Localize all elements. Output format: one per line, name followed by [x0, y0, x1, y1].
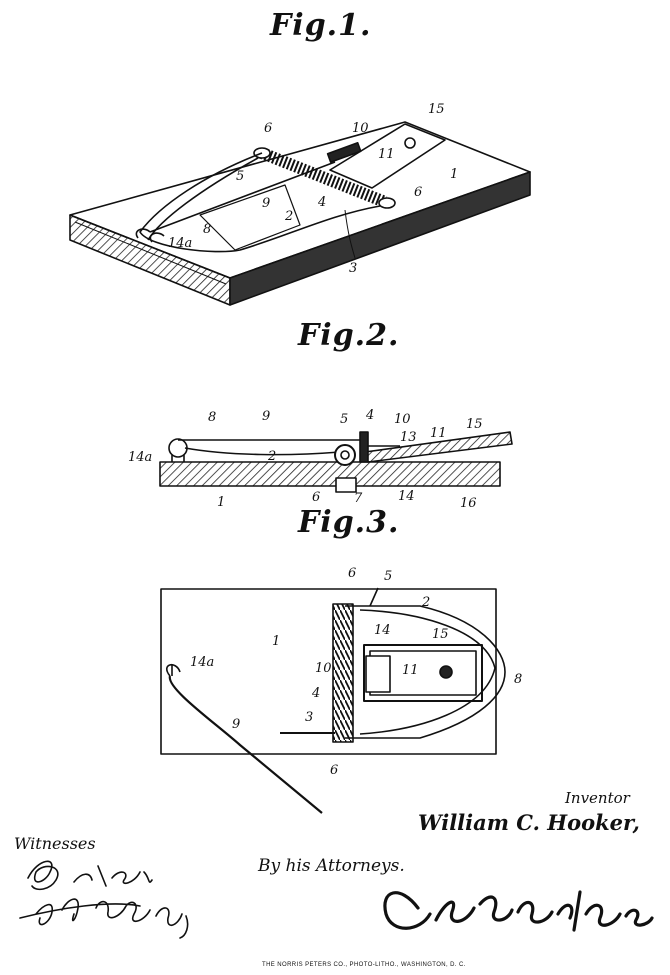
fig3-num: 11	[402, 663, 419, 678]
witnesses-label: Witnesses	[14, 834, 96, 853]
fig3-num: 1	[272, 634, 280, 649]
fig1-bait-hole	[404, 137, 416, 149]
fig2-num: 13	[400, 430, 417, 445]
fig1-num: 6	[414, 185, 422, 200]
fig3-num: 6	[348, 566, 356, 581]
fig1-drawing	[69, 121, 531, 306]
fig2-num: 4	[365, 408, 374, 423]
fig1-num: 11	[378, 147, 395, 162]
witness-signatures	[19, 860, 189, 939]
fig2-num: 15	[466, 417, 483, 432]
fig1-numerals: 6 10 15 5 11 1 9 4 6 8 2 14a 3	[168, 102, 458, 276]
fig3-num: 9	[232, 717, 240, 732]
fig3-num: 10	[315, 661, 332, 676]
fig3-spring-coil	[332, 603, 354, 743]
fig2-jaw	[184, 447, 341, 456]
fig1-title: Fig.1.	[270, 8, 372, 43]
attorneys-label: By his Attorneys.	[258, 856, 405, 876]
fig3-num: 3	[305, 710, 313, 725]
fig1-num: 9	[262, 196, 270, 211]
attorney-signature	[383, 890, 654, 932]
fig1-num: 15	[428, 102, 445, 117]
fig1-num: 2	[284, 209, 293, 224]
fig1-jaw-wire	[139, 152, 381, 253]
fig2-num: 9	[262, 409, 270, 424]
fig3-catch	[365, 655, 391, 693]
printer-credit: THE NORRIS PETERS CO., PHOTO-LITHO., WAS…	[262, 962, 466, 968]
fig2-numerals: 8 9 5 4 10 13 11 15 14a 2 1 6 7 14 16	[128, 408, 483, 511]
inventor-label: Inventor	[565, 789, 630, 807]
fig2-num: 2	[267, 449, 276, 464]
fig3-setting-bar	[168, 675, 323, 814]
fig2-num: 11	[430, 426, 447, 441]
fig1-num: 5	[236, 169, 244, 184]
fig3-drawing	[160, 587, 506, 814]
fig2-num: 16	[460, 496, 477, 511]
fig2-num: 6	[312, 490, 320, 505]
fig3-num: 6	[330, 763, 338, 778]
fig3-jaw-frame	[345, 605, 506, 739]
fig1-base-right	[229, 171, 531, 306]
fig2-base	[159, 461, 501, 487]
fig1-num: 3	[349, 261, 357, 276]
fig1-catch	[326, 141, 362, 163]
fig1-setting-bar	[149, 161, 336, 233]
fig3-num: 8	[514, 672, 522, 687]
fig2-num: 14a	[128, 450, 152, 465]
inventor-name: William C. Hooker,	[418, 810, 640, 835]
fig2-drawing	[159, 431, 513, 493]
fig1-latch-plate	[329, 123, 446, 189]
fig2-num: 8	[208, 410, 216, 425]
fig3-title: Fig.3.	[298, 505, 400, 540]
fig3-num: 4	[311, 686, 320, 701]
fig1-treadle	[199, 184, 301, 251]
fig3-num: 5	[384, 569, 392, 584]
fig1-num: 8	[203, 222, 211, 237]
fig3-num: 2	[421, 595, 430, 610]
fig2-num: 14	[398, 489, 415, 504]
fig2-num: 7	[354, 491, 363, 506]
fig2-num: 1	[217, 495, 225, 510]
fig3-bait-hole	[439, 665, 453, 679]
fig3-numerals: 6 5 2 14 15 1 14a 10 11 8 4 3 9 6	[190, 566, 522, 778]
fig1-num: 1	[450, 167, 458, 182]
fig1-num: 10	[352, 121, 369, 136]
fig2-spring	[334, 444, 356, 466]
fig1-num: 14a	[168, 236, 192, 251]
fig1-num: 4	[317, 195, 326, 210]
fig2-title: Fig.2.	[298, 318, 400, 353]
fig1-num: 6	[264, 121, 272, 136]
fig3-num: 14a	[190, 655, 214, 670]
fig3-num: 14	[374, 623, 391, 638]
fig2-num: 10	[394, 412, 411, 427]
fig2-num: 5	[340, 412, 348, 427]
fig3-num: 15	[432, 627, 449, 642]
